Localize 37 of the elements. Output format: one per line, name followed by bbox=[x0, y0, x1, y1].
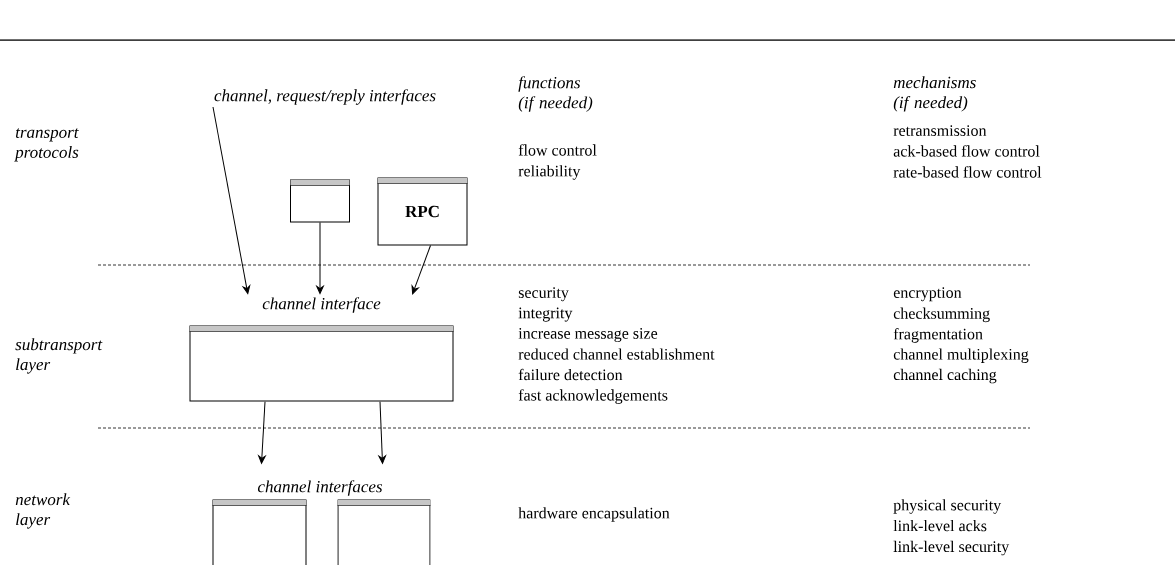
protocol-box bbox=[289, 179, 351, 223]
arrow bbox=[212, 106, 251, 295]
function-item: failure detection bbox=[518, 368, 623, 381]
function-item: hardware encapsulation bbox=[518, 507, 670, 522]
layer-label: network layer bbox=[15, 493, 71, 529]
mechanism-item: retransmission bbox=[893, 125, 987, 136]
mechanism-item: checksumming bbox=[893, 307, 990, 323]
function-item: security bbox=[518, 287, 569, 302]
protocol-box bbox=[212, 499, 307, 565]
function-item: flow control bbox=[518, 144, 597, 156]
mechanism-item: ack-based flow control bbox=[893, 145, 1040, 157]
mechanism-item: physical security bbox=[893, 499, 1002, 514]
interface-label: channel, request/reply interfaces bbox=[214, 89, 436, 105]
protocol-box bbox=[337, 499, 431, 565]
column-heading: mechanisms (if needed) bbox=[893, 76, 976, 112]
mechanism-item: rate-based flow control bbox=[893, 166, 1042, 178]
arrow bbox=[316, 222, 324, 295]
column-heading: functions (if needed) bbox=[518, 76, 593, 112]
function-item: reliability bbox=[518, 165, 581, 180]
arrow bbox=[411, 245, 431, 295]
mechanism-item: link-level security bbox=[893, 540, 1010, 556]
function-item: fast acknowledgements bbox=[518, 389, 668, 404]
mechanism-item: channel multiplexing bbox=[893, 348, 1029, 363]
function-item: integrity bbox=[518, 307, 573, 322]
layer-label: subtransport layer bbox=[15, 338, 103, 374]
mechanism-item: fragmentation bbox=[893, 328, 983, 343]
arrow bbox=[378, 401, 387, 464]
mechanism-item: channel caching bbox=[893, 368, 997, 384]
mechanism-item: link-level acks bbox=[893, 520, 987, 532]
function-item: reduced channel establishment bbox=[518, 348, 715, 360]
interface-heading: channel interfaces bbox=[257, 480, 383, 496]
interface-heading: channel interface bbox=[262, 297, 381, 313]
mechanism-item: encryption bbox=[893, 287, 962, 302]
protocol-box: RPC bbox=[377, 177, 468, 246]
function-item: increase message size bbox=[518, 328, 658, 343]
arrow bbox=[258, 401, 266, 464]
layer-label: transport protocols bbox=[14, 128, 79, 162]
